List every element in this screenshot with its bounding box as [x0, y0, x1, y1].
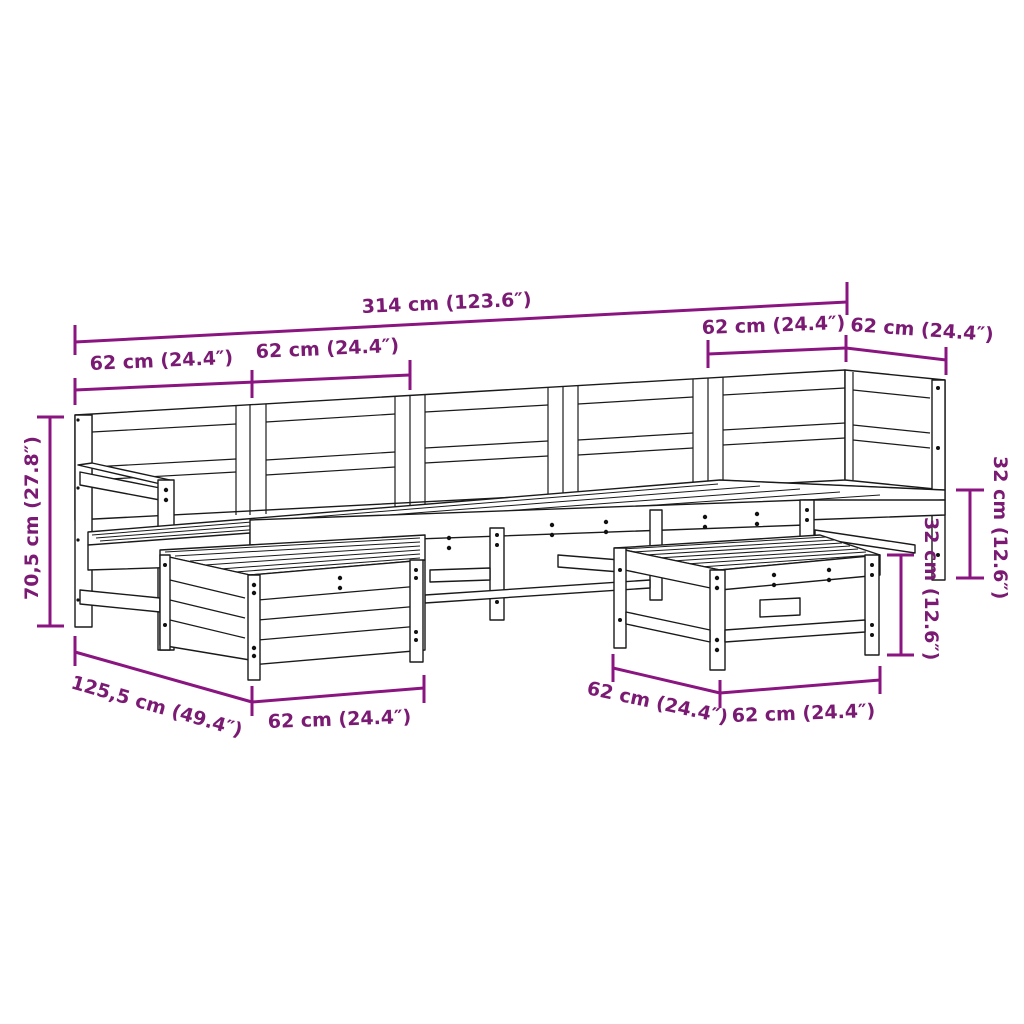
- label-right-back-module-width: 62 cm (24.4″): [701, 312, 845, 339]
- label-total-width: 314 cm (123.6″): [361, 289, 532, 318]
- sofa-seat-deck: [87, 479, 946, 621]
- label-left-module-2-width: 62 cm (24.4″): [255, 335, 399, 363]
- right-ottoman: [613, 534, 881, 671]
- label-ottoman-depth: 62 cm (24.4″): [585, 677, 730, 728]
- furniture-drawing: [74, 369, 946, 681]
- left-chaise-unit: [159, 534, 426, 681]
- label-ottoman-height: 32 cm (12.6″): [920, 517, 942, 660]
- label-left-module-1-width: 62 cm (24.4″): [89, 347, 233, 375]
- dimension-labels: 314 cm (123.6″) 62 cm (24.4″) 62 cm (24.…: [21, 289, 1011, 742]
- label-seat-height: 32 cm (12.6″): [989, 456, 1011, 599]
- label-chaise-depth: 125,5 cm (49.4″): [69, 672, 245, 742]
- label-total-height: 70,5 cm (27.8″): [21, 436, 43, 600]
- corner-side-backrest: [844, 369, 946, 581]
- sofa-backrest: [74, 369, 846, 521]
- label-right-corner-depth: 62 cm (24.4″): [850, 314, 995, 346]
- dimension-lines: [37, 282, 984, 716]
- label-chaise-width: 62 cm (24.4″): [267, 706, 411, 733]
- label-ottoman-width: 62 cm (24.4″): [731, 700, 875, 727]
